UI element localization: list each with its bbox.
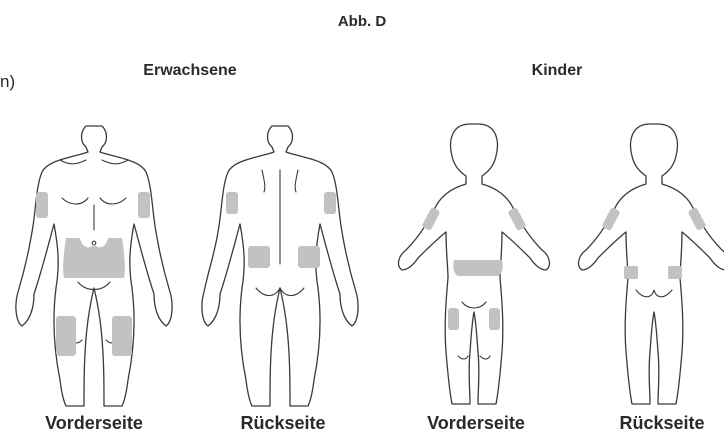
injection-zone-back-right-upper-arm <box>324 192 336 214</box>
adult-back-outline <box>202 126 358 406</box>
injection-zone-right-upper-arm <box>138 192 150 218</box>
injection-zone-left-upper-arm <box>36 192 48 218</box>
caption-adult-back: Rückseite <box>213 413 353 434</box>
injection-zone-child-left-flank <box>624 266 638 279</box>
injection-zone-left-thigh <box>56 316 76 356</box>
injection-zone-child-right-thigh <box>489 308 500 330</box>
caption-adult-front: Vorderseite <box>24 413 164 434</box>
injection-zone-child-left-thigh <box>448 308 459 330</box>
child-front-figure <box>399 124 550 404</box>
adult-front-figure <box>16 126 172 406</box>
caption-child-back: Rückseite <box>592 413 724 434</box>
injection-zone-right-flank <box>298 246 320 268</box>
injection-zone-child-right-flank <box>668 266 682 279</box>
child-back-outline <box>579 124 724 404</box>
child-back-figure <box>579 124 724 404</box>
injection-zone-right-thigh <box>112 316 132 356</box>
injection-zone-child-abdomen <box>453 260 503 276</box>
injection-zone-abdomen <box>63 238 125 278</box>
injection-zone-back-left-upper-arm <box>226 192 238 214</box>
caption-child-front: Vorderseite <box>406 413 546 434</box>
adult-back-figure <box>202 126 358 406</box>
injection-zone-left-flank <box>248 246 270 268</box>
